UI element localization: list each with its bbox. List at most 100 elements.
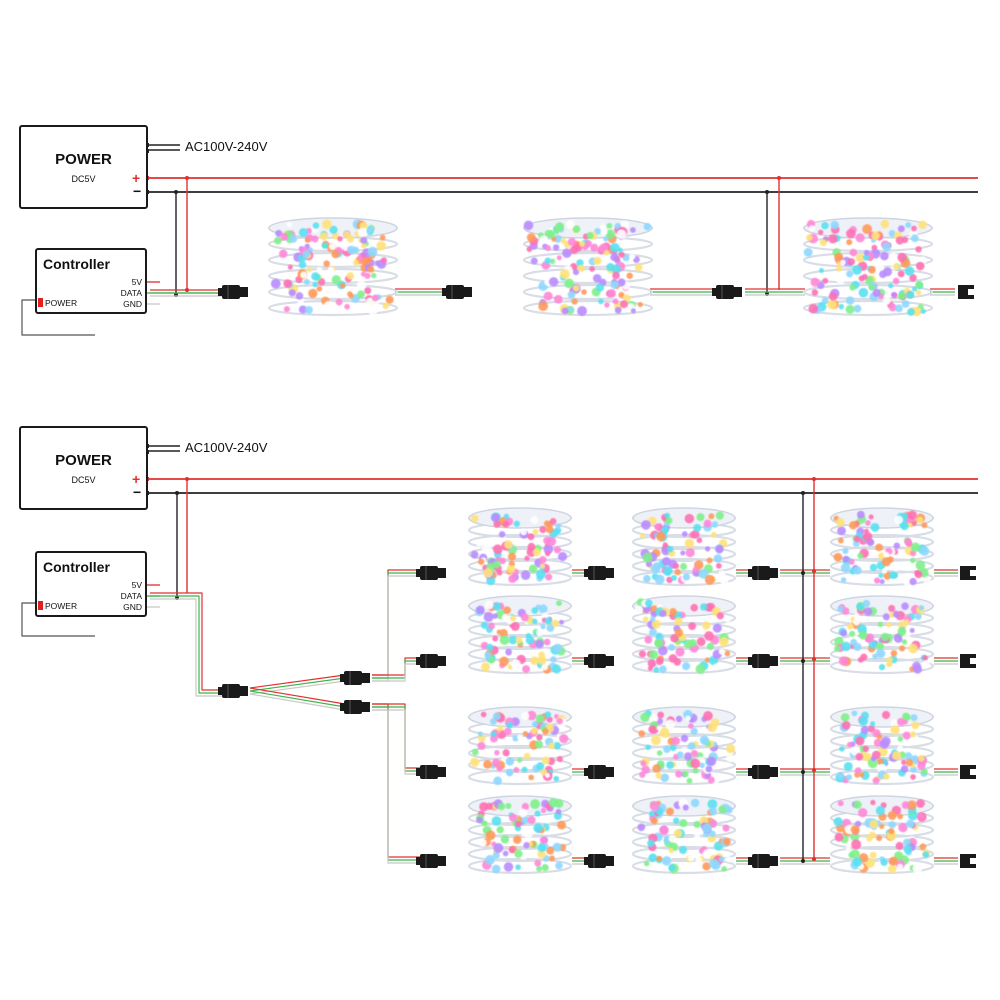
led-bead <box>666 807 674 816</box>
led-bead <box>908 643 918 654</box>
led-bead <box>485 802 493 810</box>
led-bead <box>357 290 365 299</box>
led-bead <box>855 752 864 761</box>
led-bead <box>907 308 915 316</box>
led-bead <box>702 621 711 630</box>
led-bead <box>302 249 311 258</box>
led-bead <box>721 866 727 872</box>
junction-dot <box>185 477 189 481</box>
led-bead <box>838 303 845 310</box>
led-bead <box>900 765 909 773</box>
led-bead <box>808 225 816 232</box>
led-bead <box>501 613 509 621</box>
led-bead <box>910 714 918 722</box>
led-bead <box>492 851 500 860</box>
led-bead <box>540 768 548 776</box>
led-bead <box>546 846 555 855</box>
led-bead <box>507 628 513 634</box>
led-bead <box>513 766 520 773</box>
led-bead <box>852 617 861 626</box>
led-bead <box>897 745 903 751</box>
led-bead <box>853 800 862 809</box>
led-bead <box>870 799 876 806</box>
light-coil <box>522 217 654 317</box>
led-bead <box>278 249 288 259</box>
led-bead <box>915 280 923 289</box>
led-bead <box>662 542 668 548</box>
led-bead <box>879 739 889 749</box>
led-bead <box>682 573 691 581</box>
led-bead <box>918 605 925 611</box>
led-bead <box>696 637 706 647</box>
coil-wire <box>522 283 654 301</box>
led-bead <box>335 298 343 306</box>
led-bead <box>557 820 567 830</box>
led-bead <box>897 270 905 278</box>
led-bead <box>818 267 824 273</box>
coil-wire <box>631 657 737 675</box>
plug-tail <box>218 687 222 695</box>
led-bead <box>687 854 695 862</box>
led-bead <box>652 764 661 773</box>
coil-wire <box>467 768 573 786</box>
led-bead <box>699 816 709 825</box>
led-bead <box>492 560 501 569</box>
led-bead <box>863 249 870 256</box>
led-bead <box>873 577 881 584</box>
end-cap <box>960 654 976 668</box>
led-bead <box>539 525 547 534</box>
row-feed <box>372 706 422 861</box>
led-bead <box>521 711 530 721</box>
led-bead <box>511 659 521 669</box>
controller-power-cable <box>21 602 95 637</box>
led-bead <box>560 238 567 244</box>
led-bead <box>521 766 528 773</box>
led-bead <box>690 727 698 736</box>
led-bead <box>876 642 885 651</box>
led-bead <box>553 234 562 243</box>
led-bead <box>725 855 732 863</box>
led-bead <box>371 294 379 302</box>
led-bead <box>911 225 917 232</box>
light-coil <box>829 595 935 675</box>
plug-body <box>420 854 438 868</box>
led-bead <box>850 638 858 646</box>
led-bead <box>520 570 531 580</box>
led-bead <box>695 664 706 674</box>
branch-bundle <box>249 674 346 689</box>
led-bead <box>669 744 677 752</box>
led-bead <box>557 551 568 562</box>
led-bead <box>514 820 522 828</box>
led-bead <box>674 568 681 576</box>
light-coil <box>829 795 935 875</box>
led-bead <box>834 252 844 262</box>
led-bead <box>477 741 486 750</box>
led-bead <box>537 850 546 859</box>
end-cap-body <box>960 765 976 779</box>
led-bead <box>886 621 892 628</box>
led-bead <box>604 302 610 308</box>
led-bead <box>902 731 911 740</box>
led-bead <box>500 835 510 844</box>
led-bead <box>915 261 925 271</box>
led-bead <box>304 237 310 243</box>
led-bead <box>879 578 885 585</box>
led-bead <box>303 278 310 285</box>
led-bead <box>347 291 353 297</box>
led-bead <box>843 761 853 771</box>
led-bead <box>657 645 668 656</box>
plug-body <box>588 765 606 779</box>
plug-tip <box>770 856 778 866</box>
coil-wire <box>467 732 573 750</box>
coil-wire <box>631 744 737 762</box>
led-bead <box>484 600 494 610</box>
led-bead <box>470 550 479 559</box>
led-bead <box>715 511 724 520</box>
led-bead <box>524 555 530 561</box>
led-bead <box>484 651 492 659</box>
led-bead <box>706 557 713 564</box>
led-bead <box>897 292 906 301</box>
led-bead <box>535 639 544 649</box>
led-bead <box>663 566 673 576</box>
led-bead <box>661 526 669 534</box>
